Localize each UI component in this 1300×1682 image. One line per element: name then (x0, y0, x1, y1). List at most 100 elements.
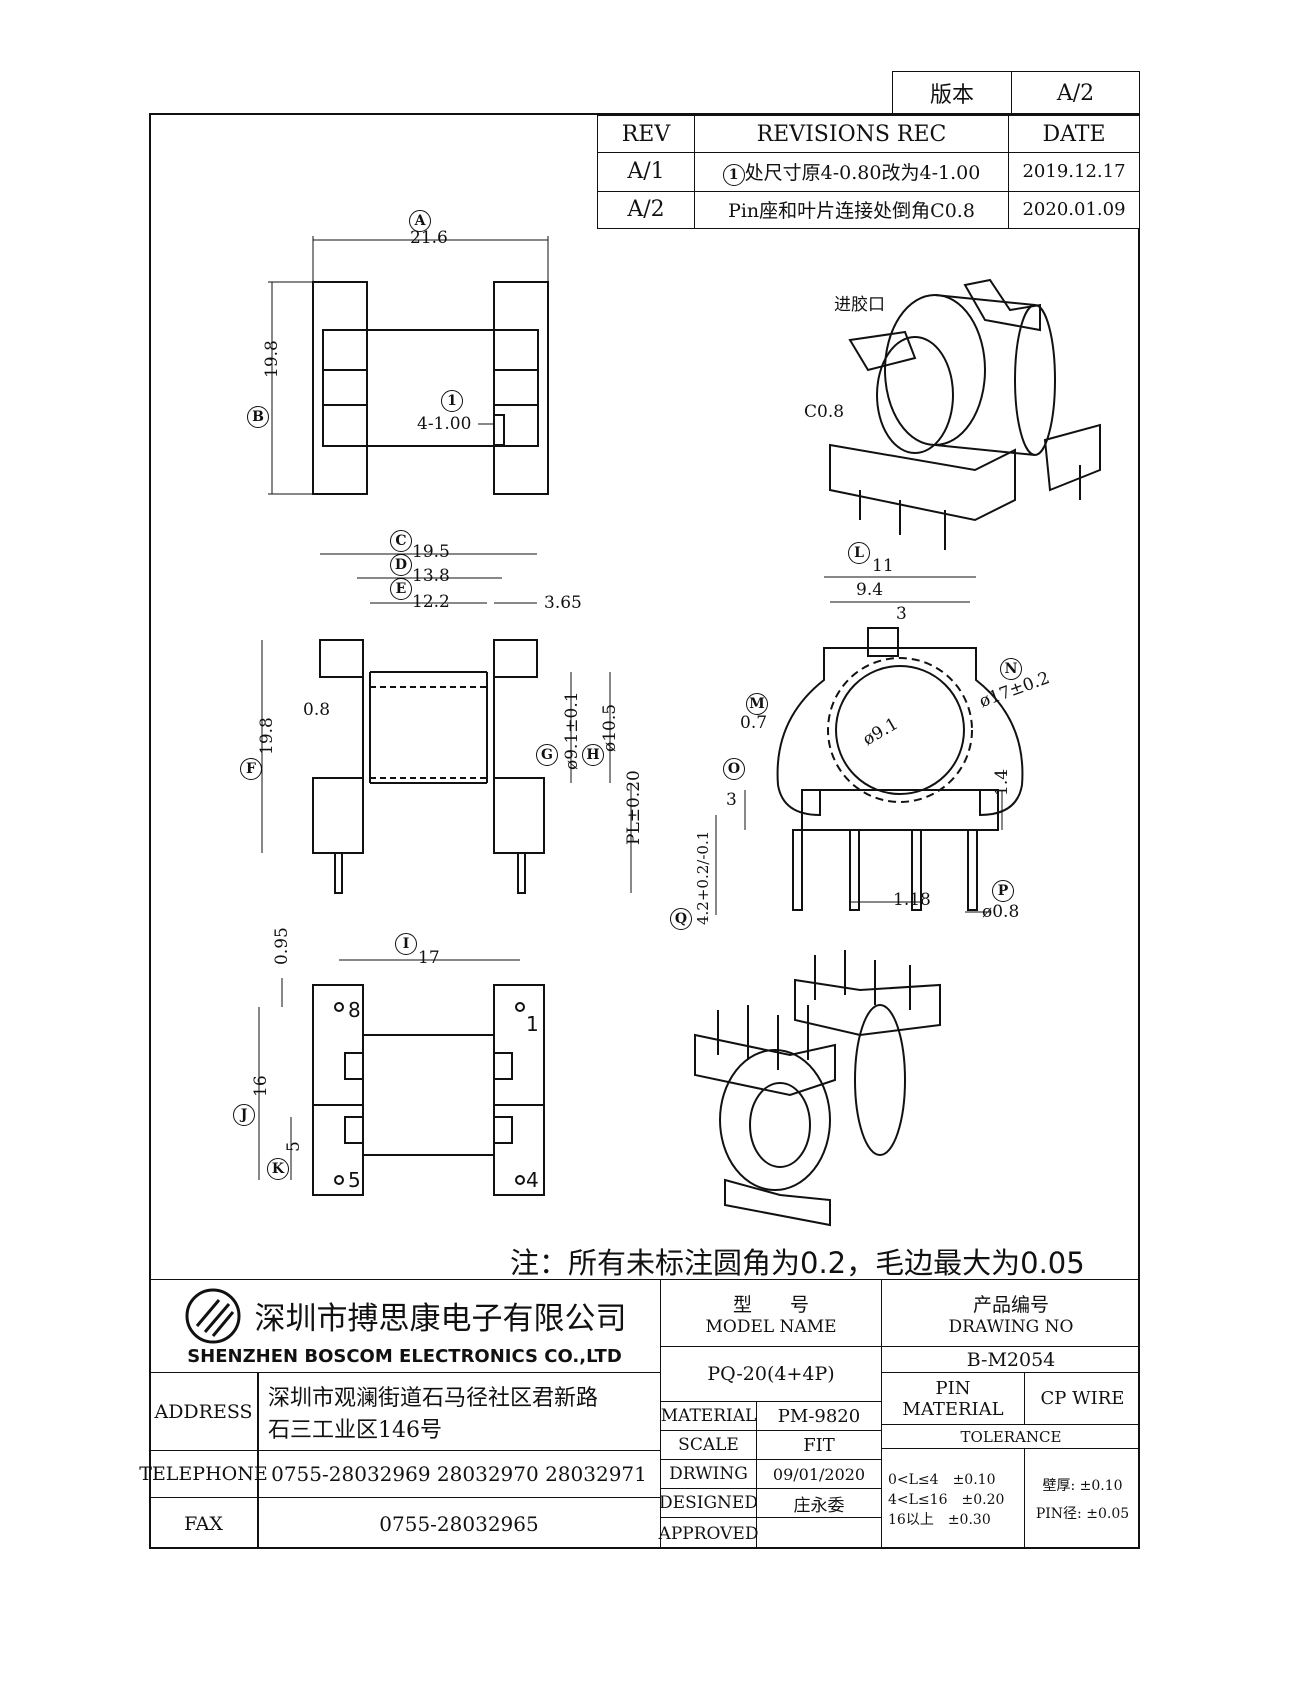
scale-label: SCALE (660, 1430, 757, 1460)
dim-slot: 4-1.00 (417, 414, 472, 434)
bottom-view (258, 959, 545, 1196)
address-line-2: 石三工业区146号 (268, 1417, 442, 1443)
label-b-badge: B (247, 406, 269, 428)
dim-c: C (390, 530, 412, 552)
label-k-badge: K (267, 1158, 289, 1180)
address-value: 深圳市观澜街道石马径社区君新路 石三工业区146号 (257, 1372, 661, 1451)
tol-range-1: 0<L≤4 (888, 1472, 939, 1488)
drawing-no-label: 产品编号 DRAWING NO (881, 1279, 1140, 1347)
dim-pl: PL±0.20 (624, 770, 644, 845)
fax-value: 0755-28032965 (257, 1497, 661, 1549)
dim-a-value: 21.6 (410, 228, 448, 248)
dim-d: D (390, 554, 412, 576)
dim-g-value: ø9.1±0.1 (562, 691, 582, 770)
dim-pitch: 1.18 (893, 890, 931, 910)
company-cell: 深圳市搏思康电子有限公司 SHENZHEN BOSCOM ELECTRONICS… (149, 1279, 661, 1373)
side-view (715, 576, 1024, 915)
dim-h: H (582, 744, 604, 766)
pin-dia-tolerance: PIN径: ±0.05 (1036, 1503, 1129, 1523)
company-logo-icon (185, 1288, 240, 1343)
gate-label: 进胶口 (834, 295, 885, 315)
iso-view-top (829, 278, 1101, 550)
mark-1-badge: 1 (441, 390, 463, 412)
wall-label: 壁厚: (1042, 1478, 1076, 1494)
model-label-en: MODEL NAME (705, 1316, 837, 1337)
tolerance-row: 4<L≤16 ±0.20 (888, 1489, 1004, 1509)
tol-range-2: 4<L≤16 (888, 1492, 948, 1508)
scale-value: FIT (756, 1430, 882, 1460)
approved-label: APPROVED (659, 1517, 758, 1549)
dim-e2-value: 3.65 (544, 593, 582, 613)
dim-q-value: 4.2+0.2/-0.1 (694, 830, 712, 925)
dim-i-value: 17 (418, 948, 440, 968)
drawing-no-value: B-M2054 (881, 1346, 1140, 1373)
label-e-badge: E (390, 578, 412, 600)
dim-top: 0.95 (272, 927, 292, 965)
label-o-badge: O (723, 758, 745, 780)
tol-value-2: ±0.20 (961, 1492, 1005, 1508)
drawing-label: DRWING (660, 1459, 757, 1489)
label-g-badge: G (536, 744, 558, 766)
dim-f-value: 19.8 (257, 717, 277, 755)
pin-8: 8 (348, 998, 361, 1022)
label-l-badge: L (848, 542, 870, 564)
drawing-frame (149, 113, 1140, 1549)
tolerance-label: TOLERANCE (881, 1424, 1140, 1449)
label-d-badge: D (390, 554, 412, 576)
tol-value-1: ±0.10 (952, 1472, 996, 1488)
dim-3: 3 (896, 604, 907, 624)
revisions-header: REVISIONS REC (694, 114, 1009, 154)
dim-p: P (992, 880, 1014, 902)
dim-e: E (390, 578, 412, 600)
fax-label: FAX (149, 1497, 259, 1549)
designed-label: DESIGNED (659, 1488, 758, 1518)
label-q-badge: Q (670, 908, 692, 930)
dim-d-value: 13.8 (412, 566, 450, 586)
dim-l: L (848, 542, 870, 564)
telephone-value: 0755-28032969 28032970 28032971 (257, 1450, 661, 1498)
dim-g: G (536, 744, 558, 766)
model-value: PQ-20(4+4P) (660, 1346, 882, 1402)
model-label-cn: 型 号 (732, 1293, 809, 1316)
dim-j: J (233, 1104, 255, 1126)
pin-dia-label: PIN径: (1035, 1506, 1082, 1522)
address-label: ADDRESS (149, 1372, 259, 1451)
dim-b: B (247, 406, 269, 428)
dim-q: Q (670, 908, 692, 930)
drawing-date: 09/01/2020 (756, 1459, 882, 1489)
dim-o: O (723, 758, 745, 780)
dim-b-value: 19.8 (262, 340, 282, 378)
wall-tolerance: 壁厚: ±0.10 (1042, 1475, 1122, 1495)
material-value: PM-9820 (756, 1401, 882, 1431)
rev-a2-desc: Pin座和叶片连接处倒角C0.8 (694, 190, 1009, 230)
tolerance-ranges: 0<L≤4 ±0.10 4<L≤16 ±0.20 16以上 ±0.30 (881, 1448, 1025, 1549)
label-c-badge: C (390, 530, 412, 552)
rev-a2-date: 2020.01.09 (1008, 190, 1140, 230)
tolerance-row: 0<L≤4 ±0.10 (888, 1469, 995, 1489)
dim-i: I (395, 933, 417, 955)
wall-tol: ±0.10 (1079, 1478, 1123, 1494)
label-a-badge: A (409, 210, 431, 232)
dim-l-value: 11 (872, 556, 894, 576)
pin-5: 5 (348, 1168, 361, 1192)
pin-material-value: CP WIRE (1024, 1372, 1140, 1425)
tolerance-row: 16以上 ±0.30 (888, 1509, 991, 1529)
dim-94: 9.4 (856, 580, 884, 600)
company-name-en: SHENZHEN BOSCOM ELECTRONICS CO.,LTD (187, 1345, 622, 1367)
drawing-no-label-en: DRAWING NO (948, 1316, 1074, 1337)
pin-dia-tol: ±0.05 (1086, 1506, 1130, 1522)
designed-value: 庄永委 (756, 1488, 882, 1518)
label-j-badge: J (233, 1104, 255, 1126)
pin-material-label: PIN MATERIAL (881, 1372, 1025, 1425)
tolerance-extra: 壁厚: ±0.10 PIN径: ±0.05 (1024, 1448, 1140, 1549)
rev-a2: A/2 (597, 190, 695, 230)
dim-m: M (746, 693, 768, 715)
pin-1: 1 (526, 1012, 539, 1036)
dim-j-value: 16 (251, 1075, 271, 1097)
label-f-badge: F (240, 758, 262, 780)
dim-f: F (240, 758, 262, 780)
dim-c-value: 19.5 (412, 542, 450, 562)
dim-h-value: ø10.5 (600, 703, 620, 752)
chamfer-label: C0.8 (804, 402, 845, 422)
